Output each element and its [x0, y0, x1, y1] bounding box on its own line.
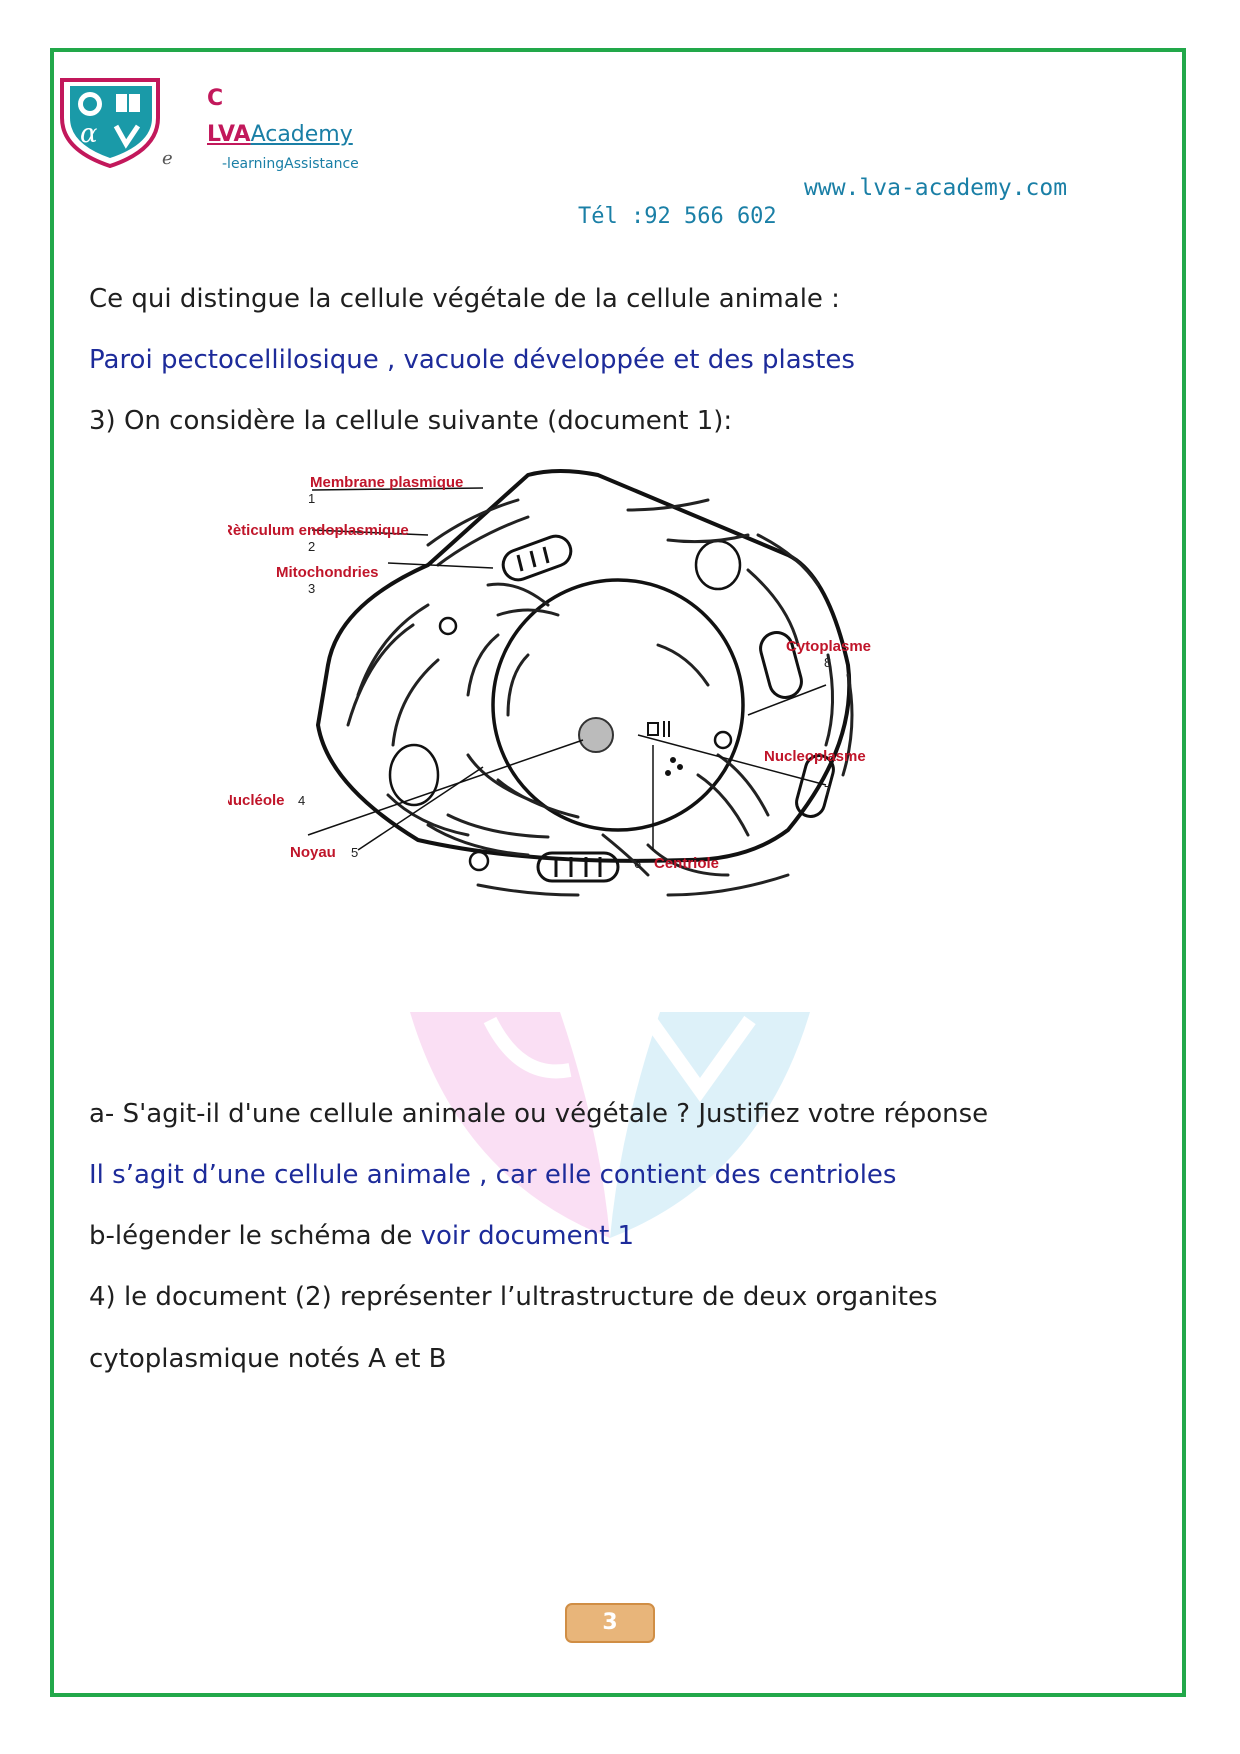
label-number: 6 [634, 856, 641, 871]
question-4-continued: cytoplasmique notés A et B [89, 1344, 447, 1374]
label-mitochondries: Mitochondries [276, 564, 379, 581]
question-3: 3) On considère la cellule suivante (doc… [89, 406, 733, 436]
label-number: 3 [308, 581, 315, 596]
answer-3a: Il s’agit d’une cellule animale , car el… [89, 1160, 897, 1190]
label-centriole: Centriole [654, 855, 719, 872]
brand-letter: C [207, 86, 224, 111]
animal-cell-diagram: Membrane plasmique 1 Rèticulum endoplasm… [228, 469, 871, 897]
page-border [50, 48, 1186, 1697]
mitochondrion [759, 631, 803, 699]
brand-lva: LVA [207, 122, 251, 147]
question-3a: a- S'agit-il d'une cellule animale ou vé… [89, 1099, 989, 1129]
label-reticulum: Rèticulum endoplasmique [228, 522, 409, 539]
page-number: 3 [565, 1603, 655, 1643]
label-number: 1 [308, 491, 315, 506]
mitochondrion [795, 754, 835, 818]
website-link[interactable]: www.lva-academy.com [804, 175, 1068, 201]
nucleus [491, 578, 745, 832]
brand-name: LVAAcademy [207, 122, 353, 147]
label-number: 2 [308, 539, 315, 554]
question-4: 4) le document (2) représenter l’ultrast… [89, 1282, 938, 1312]
label-cytoplasme: Cytoplasme [786, 638, 871, 655]
label-noyau: Noyau [290, 844, 336, 861]
label-number: 5 [351, 845, 358, 860]
label-nucleoplasme: Nucleoplasme [764, 748, 866, 765]
lva-shield-logo: α [60, 78, 160, 168]
phone-number: Tél :92 566 602 [578, 204, 777, 229]
svg-text:α: α [80, 119, 98, 149]
brand-academy: Academy [250, 122, 353, 147]
watermark-logo [410, 1012, 810, 1238]
centriole [647, 721, 683, 776]
endoplasmic-reticulum [346, 498, 854, 897]
answer-3b: voir document 1 [420, 1221, 635, 1251]
question-3b-text: b-légender le schéma de [89, 1221, 421, 1251]
answer-line-1: Paroi pectocellilosique , vacuole dévelo… [89, 345, 855, 375]
brand-e: e [162, 148, 173, 169]
label-number: 4 [298, 793, 305, 808]
label-membrane-plasmique: Membrane plasmique [310, 474, 463, 491]
label-number: 7 [824, 783, 831, 798]
label-number: 8 [824, 655, 831, 670]
mitochondrion [536, 851, 620, 883]
text-line-1: Ce qui distingue la cellule végétale de … [89, 284, 840, 314]
label-nucleole: Nucléole [228, 792, 285, 809]
cell-membrane-outline [315, 469, 852, 863]
mitochondrion [501, 534, 573, 582]
brand-tagline: -learningAssistance [222, 156, 359, 172]
nucleolus [578, 717, 614, 753]
question-3b: b-légender le schéma de voir document 1 [89, 1221, 634, 1251]
